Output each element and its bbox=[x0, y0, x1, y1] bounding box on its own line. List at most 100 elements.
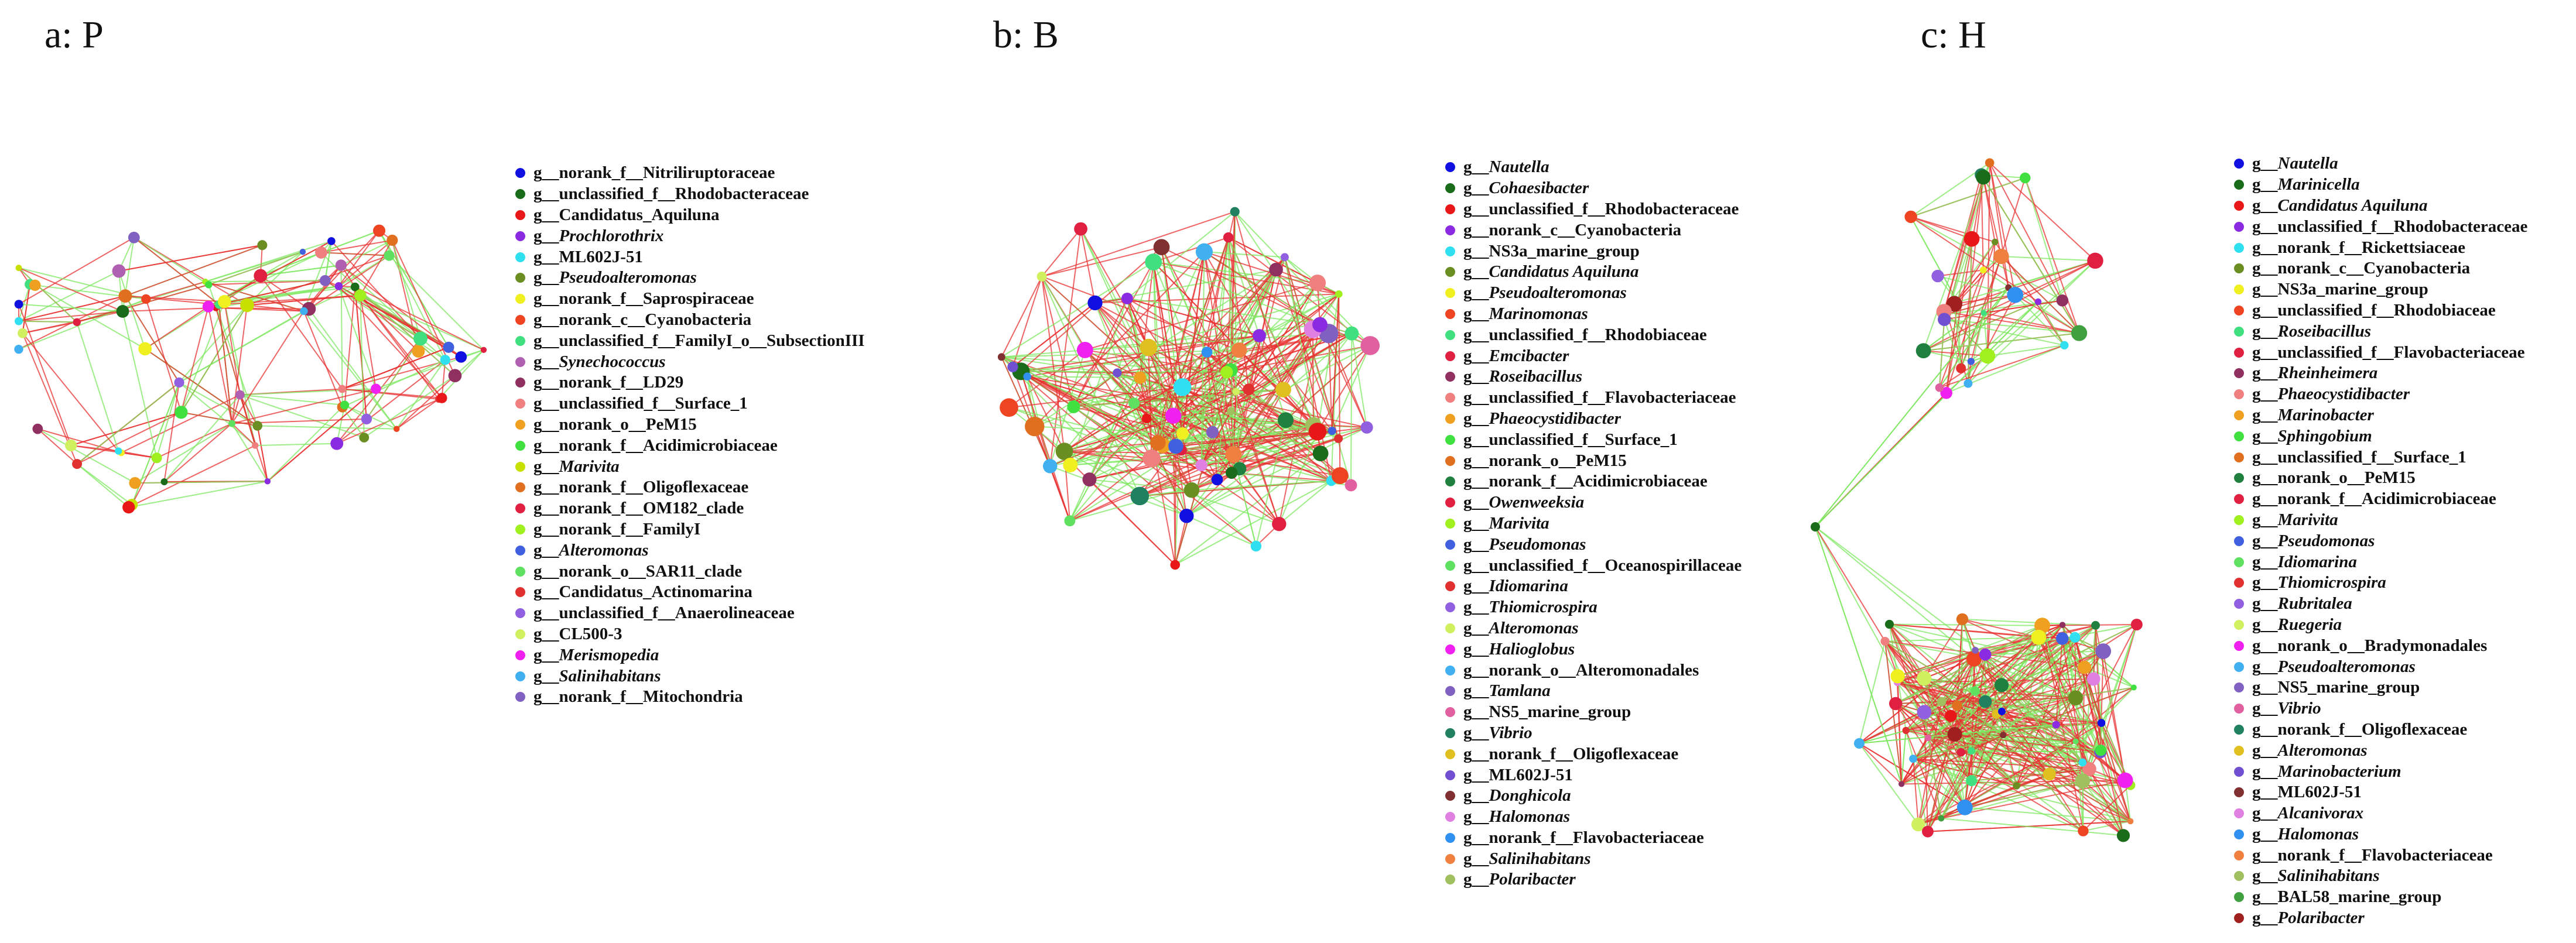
legend-item: g__Idiomarina bbox=[1445, 576, 1742, 597]
legend-item: g__ML602J-51 bbox=[1445, 764, 1742, 786]
legend-prefix: g__ bbox=[2252, 740, 2278, 760]
node bbox=[1956, 613, 1969, 626]
edge bbox=[76, 284, 209, 323]
legend-item: g__Alteromonas bbox=[1445, 618, 1742, 639]
legend-label: norank_f__Saprospiraceae bbox=[559, 289, 754, 308]
edge bbox=[1085, 332, 1329, 351]
node bbox=[2075, 773, 2091, 788]
legend-prefix: g__ bbox=[1463, 304, 1489, 323]
legend-prefix: g__ bbox=[533, 163, 559, 183]
network-H bbox=[1811, 158, 2143, 842]
legend-prefix: g__ bbox=[1463, 325, 1489, 344]
node bbox=[1231, 342, 1247, 358]
edge bbox=[208, 251, 303, 286]
node bbox=[354, 289, 367, 301]
node bbox=[413, 331, 427, 346]
node bbox=[1917, 671, 1932, 686]
node bbox=[1232, 388, 1240, 396]
legend-swatch-icon bbox=[1445, 707, 1455, 718]
legend-swatch-icon bbox=[2234, 263, 2244, 274]
edge bbox=[1162, 445, 1280, 524]
legend-swatch-icon bbox=[2234, 619, 2244, 630]
node bbox=[1915, 343, 1931, 359]
edge bbox=[18, 267, 123, 312]
edge bbox=[122, 311, 158, 458]
edge bbox=[331, 241, 421, 340]
edge bbox=[128, 445, 256, 508]
legend-swatch-icon bbox=[1445, 267, 1455, 277]
legend-label: Marinomonas bbox=[1489, 304, 1588, 323]
legend-item: g__unclassified_f__Rhodobiaceae bbox=[1445, 324, 1742, 345]
edge bbox=[118, 270, 146, 349]
legend-prefix: g__ bbox=[1463, 430, 1489, 449]
legend-prefix: g__ bbox=[533, 624, 559, 643]
edge bbox=[1944, 319, 1962, 369]
edge bbox=[1913, 759, 1919, 825]
legend-item: g__unclassified_f__Anaerolineaceae bbox=[515, 603, 865, 624]
node bbox=[1223, 232, 1234, 243]
edge bbox=[2049, 773, 2131, 822]
legend-item: g__Thiomicrospira bbox=[2234, 572, 2527, 594]
legend-prefix: g__ bbox=[1463, 618, 1489, 637]
edge bbox=[1201, 438, 1339, 466]
legend-swatch-icon bbox=[1445, 204, 1455, 214]
node bbox=[1360, 336, 1380, 355]
node bbox=[448, 369, 462, 383]
legend-item: g__Thiomicrospira bbox=[1445, 597, 1742, 618]
edge bbox=[341, 406, 365, 438]
node bbox=[1253, 329, 1266, 342]
edge bbox=[1985, 701, 2102, 724]
node bbox=[315, 246, 327, 259]
legend-prefix: g__ bbox=[533, 247, 559, 266]
node bbox=[1145, 253, 1162, 271]
node bbox=[1025, 416, 1045, 437]
legend-label: Merismopedia bbox=[559, 645, 659, 664]
legend-item: g__Candidatus Aquiluna bbox=[1445, 262, 1742, 283]
edge bbox=[207, 306, 232, 424]
node bbox=[1931, 269, 1944, 283]
edge bbox=[1041, 276, 1086, 351]
legend-swatch-icon bbox=[1445, 875, 1455, 885]
legend-label: Halioglobus bbox=[1489, 639, 1575, 659]
edge bbox=[231, 418, 367, 424]
legend-item: g__Tamlana bbox=[1445, 681, 1742, 702]
legend-swatch-icon bbox=[515, 168, 525, 179]
legend-prefix: g__ bbox=[1463, 346, 1489, 365]
edge bbox=[1944, 260, 2096, 313]
edge bbox=[1983, 300, 2062, 314]
legend-item: g__Idiomarina bbox=[2234, 551, 2527, 572]
edge bbox=[338, 286, 443, 399]
legend-prefix: g__ bbox=[1463, 367, 1489, 386]
node bbox=[2000, 732, 2007, 739]
legend-item: g__ML602J-51 bbox=[515, 246, 865, 268]
legend-prefix: g__ bbox=[1463, 283, 1489, 303]
node bbox=[373, 224, 386, 237]
legend-swatch-icon bbox=[515, 335, 525, 346]
legend-item: g__Marivita bbox=[515, 456, 865, 477]
node bbox=[2130, 684, 2137, 691]
edge bbox=[1989, 162, 2016, 296]
node bbox=[361, 413, 372, 425]
edge bbox=[180, 306, 209, 413]
edge bbox=[1982, 177, 2009, 288]
edge bbox=[257, 425, 397, 430]
legend-prefix: g__ bbox=[1463, 807, 1489, 827]
node bbox=[338, 385, 347, 393]
edge bbox=[70, 412, 182, 446]
node bbox=[1979, 695, 1992, 708]
legend-prefix: g__ bbox=[1463, 179, 1489, 198]
legend-prefix: g__ bbox=[533, 289, 559, 308]
edge bbox=[2088, 769, 2124, 836]
legend-item: g__Owenweeksia bbox=[1445, 492, 1742, 513]
node bbox=[1956, 363, 1966, 373]
legend-swatch-icon bbox=[2234, 787, 2244, 798]
edge bbox=[1962, 618, 2096, 626]
edge bbox=[1182, 256, 1285, 388]
node bbox=[1055, 443, 1073, 460]
edge bbox=[1980, 174, 2080, 334]
node bbox=[335, 259, 347, 271]
legend-item: g__unclassified_f__Rhodobacteraceae bbox=[1445, 199, 1742, 220]
node bbox=[235, 390, 245, 400]
legend-item: g__NS3a_marine_group bbox=[2234, 279, 2527, 300]
legend-item: g__norank_f__OM182_clade bbox=[515, 498, 865, 519]
